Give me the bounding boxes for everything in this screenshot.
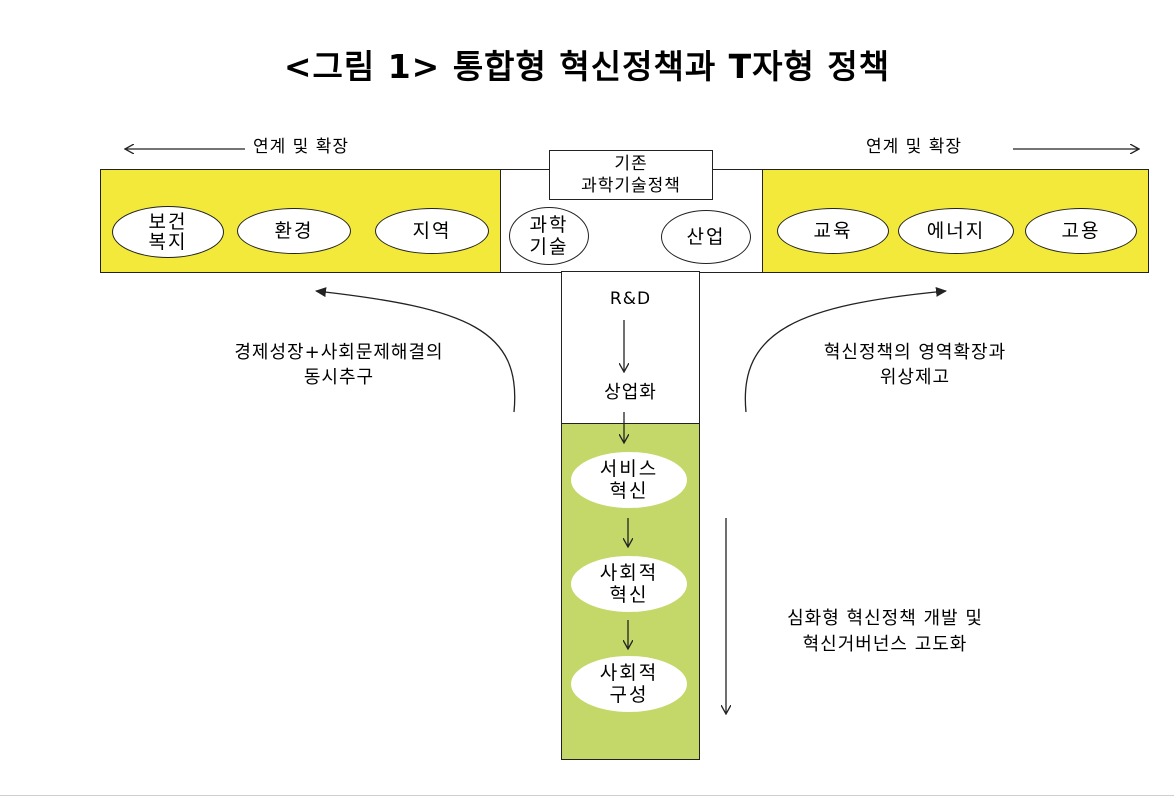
figure-title: <그림 1> 통합형 혁신정책과 T자형 정책 xyxy=(283,47,891,86)
oval-health-welfare: 보건 복지 xyxy=(112,206,224,258)
oval-social-composition-label: 사회적 구성 xyxy=(599,662,659,706)
oval-region-label: 지역 xyxy=(412,220,452,242)
oval-social-innovation: 사회적 혁신 xyxy=(571,556,687,612)
oval-service-innovation-label: 서비스 혁신 xyxy=(599,458,659,502)
oval-energy-label: 에너지 xyxy=(926,220,986,242)
stem-upper-box xyxy=(561,271,700,425)
oval-energy: 에너지 xyxy=(898,208,1014,254)
left-annotation: 경제성장+사회문제해결의 동시추구 xyxy=(234,342,444,388)
oval-social-composition: 사회적 구성 xyxy=(571,656,687,712)
bottom-divider xyxy=(0,795,1174,796)
existing-policy-label-box: 기존 과학기술정책 xyxy=(549,150,713,200)
oval-service-innovation: 서비스 혁신 xyxy=(571,452,687,508)
left-link-expand-label: 연계 및 확장 xyxy=(253,137,350,157)
rd-label: R&D xyxy=(609,289,652,309)
oval-science-tech: 과학 기술 xyxy=(509,207,589,265)
oval-industry-label: 산업 xyxy=(686,226,726,248)
oval-region: 지역 xyxy=(375,208,489,254)
existing-label: 기존 xyxy=(614,154,648,174)
science-tech-policy-label: 과학기술정책 xyxy=(581,176,681,196)
oval-education: 교육 xyxy=(777,208,889,254)
oval-health-welfare-label: 보건 복지 xyxy=(148,211,188,253)
oval-employment: 고용 xyxy=(1025,208,1137,254)
bottom-right-annotation: 심화형 혁신정책 개발 및 혁신거버넌스 고도화 xyxy=(787,608,983,655)
oval-science-tech-label: 과학 기술 xyxy=(529,214,569,258)
oval-employment-label: 고용 xyxy=(1061,220,1101,242)
oval-social-innovation-label: 사회적 혁신 xyxy=(599,562,659,606)
oval-environment: 환경 xyxy=(237,208,351,254)
oval-education-label: 교육 xyxy=(813,220,853,242)
oval-environment-label: 환경 xyxy=(274,220,314,242)
oval-industry: 산업 xyxy=(661,210,751,264)
right-annotation: 혁신정책의 영역확장과 위상제고 xyxy=(823,342,1007,388)
commercialization-label: 상업화 xyxy=(604,382,657,403)
right-link-expand-label: 연계 및 확장 xyxy=(866,137,963,157)
